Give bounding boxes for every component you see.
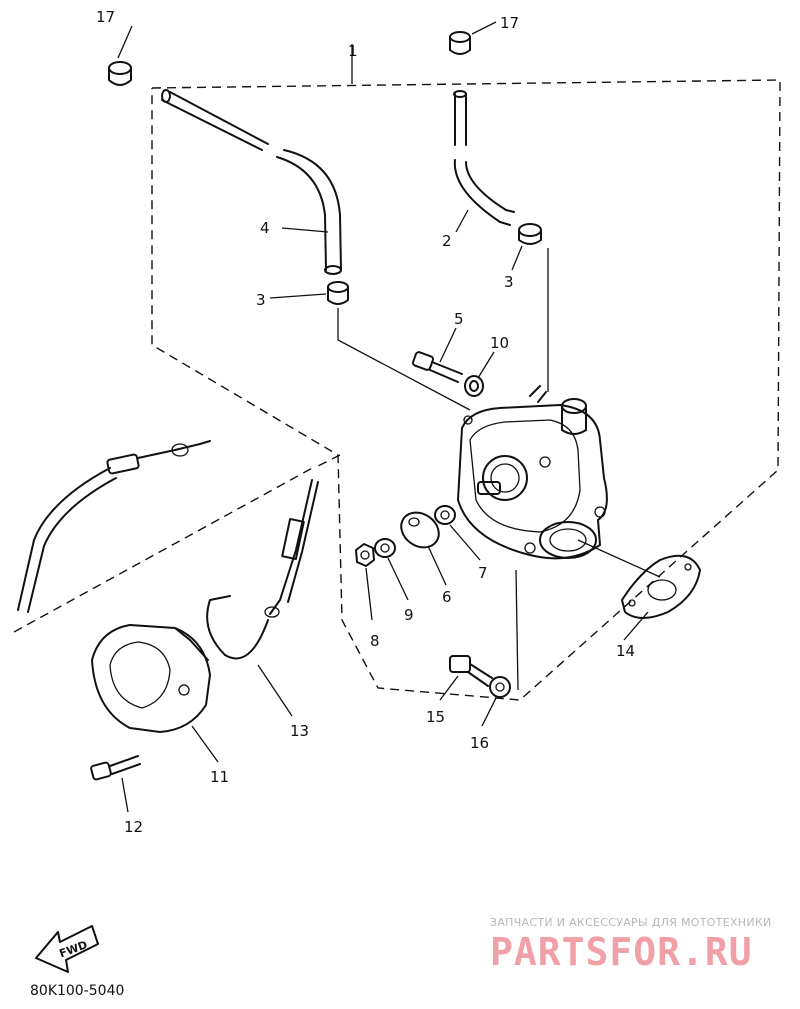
part-17-collar-left — [108, 61, 132, 86]
part-8-nut — [355, 543, 375, 567]
part-10-washer — [464, 375, 484, 397]
part-14-gasket — [577, 539, 701, 619]
callout-4: 4 — [260, 219, 270, 237]
callout-14: 14 — [616, 642, 635, 660]
diagram-reference-code: 80K100-5040 — [30, 983, 125, 999]
callout-10: 10 — [490, 334, 509, 352]
watermark-tagline: ЗАПЧАСТИ И АКСЕССУАРЫ ДЛЯ МОТОТЕХНИКИ — [490, 916, 772, 929]
part-3-joint-left — [327, 281, 349, 305]
part-4-hose — [161, 89, 342, 275]
watermark-brand-logo: PARTSFOR.RU — [490, 930, 753, 974]
callout-16: 16 — [470, 734, 489, 752]
bolt-route-line — [515, 569, 519, 691]
throttle-cable — [17, 440, 211, 613]
cable-boundary-dashed — [13, 465, 317, 633]
callout-3-right: 3 — [504, 273, 514, 291]
part-3-joint-right — [518, 223, 542, 245]
fwd-arrow-icon: FWD — [35, 925, 99, 973]
callout-17-left: 17 — [96, 8, 115, 26]
oil-pump-body — [457, 385, 608, 560]
part-7-washer — [434, 505, 456, 525]
part-11-pump-cover — [91, 624, 211, 733]
hose-route-line-left — [337, 308, 471, 411]
part-16-washer — [489, 676, 511, 698]
part-5-bolt — [411, 351, 463, 383]
callout-11: 11 — [210, 768, 229, 786]
callout-1: 1 — [348, 42, 358, 60]
callout-6: 6 — [442, 588, 452, 606]
part-17-collar-right — [449, 31, 471, 55]
part-13-cable — [206, 479, 319, 660]
callout-12: 12 — [124, 818, 143, 836]
part-6-pulley — [400, 511, 440, 549]
part-12-screw — [90, 755, 141, 781]
callout-9: 9 — [404, 606, 414, 624]
callout-7: 7 — [478, 564, 488, 582]
part-2-hose — [453, 90, 515, 226]
assembly-boundary-dashed — [151, 44, 781, 701]
callout-13: 13 — [290, 722, 309, 740]
part-9-washer — [374, 538, 396, 558]
callout-3-left: 3 — [256, 291, 266, 309]
callout-2: 2 — [442, 232, 452, 250]
part-15-bolt — [449, 655, 493, 687]
leader-lines — [117, 21, 649, 813]
callout-17-right: 17 — [500, 14, 519, 32]
callout-8: 8 — [370, 632, 380, 650]
callout-5: 5 — [454, 310, 464, 328]
callout-15: 15 — [426, 708, 445, 726]
cable-boundary-dashed-2 — [317, 454, 341, 467]
